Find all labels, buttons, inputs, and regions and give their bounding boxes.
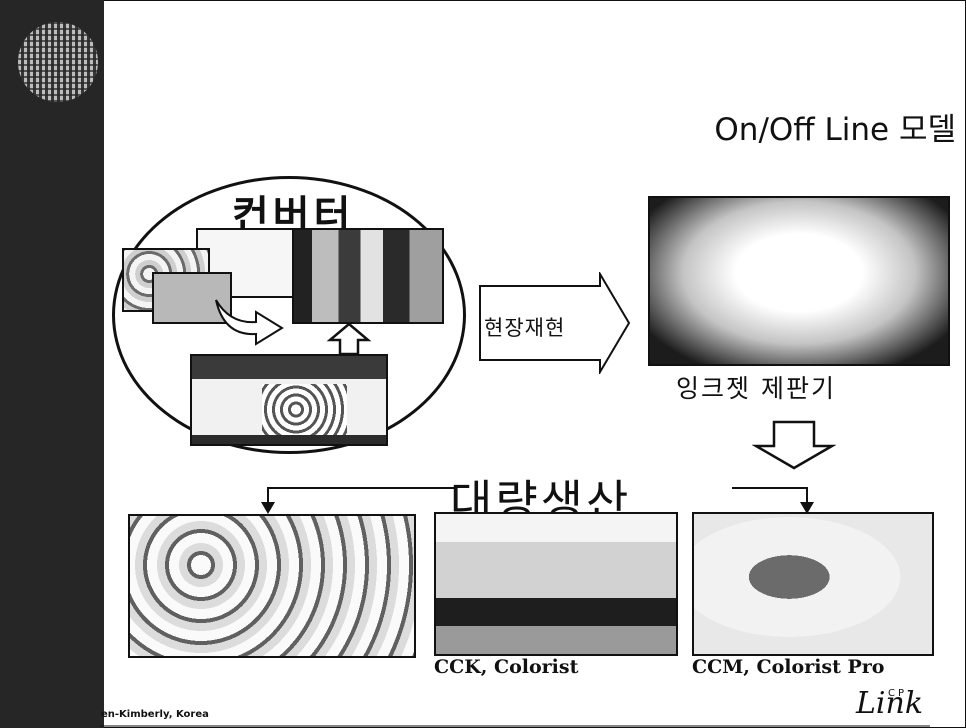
slide-sidebar <box>0 0 104 728</box>
arrow-label: 현장재현 <box>484 316 566 340</box>
up-arrow-icon <box>326 322 372 356</box>
converter-circle <box>112 176 466 454</box>
large-format-printer-photo <box>190 354 388 446</box>
link-logo: Link <box>856 686 924 721</box>
curved-arrow-icon <box>215 299 284 346</box>
slide-title: On/Off Line 모델 <box>714 112 956 148</box>
screen-image-front <box>152 272 232 324</box>
link-logo-tag: CP <box>888 688 908 699</box>
down-arrow-icon <box>752 420 836 470</box>
distribution-arrows <box>261 487 814 514</box>
inkjet-label: 잉크젯 제판기 <box>676 374 836 403</box>
ccm-caption: CCM, Colorist Pro <box>692 656 885 678</box>
footer-rule <box>100 725 930 727</box>
printed-fabric-photo <box>128 514 416 658</box>
fabric-photo <box>292 228 444 324</box>
cck-caption: CCK, Colorist <box>434 656 579 678</box>
inkjet-plate-maker-photo <box>648 196 950 366</box>
right-arrow-icon <box>479 272 631 374</box>
cck-device-photo <box>434 512 678 656</box>
ccm-device-photo <box>692 512 934 656</box>
footer-text: en-Kimberly, Korea <box>101 709 209 720</box>
globe-icon <box>18 22 98 102</box>
